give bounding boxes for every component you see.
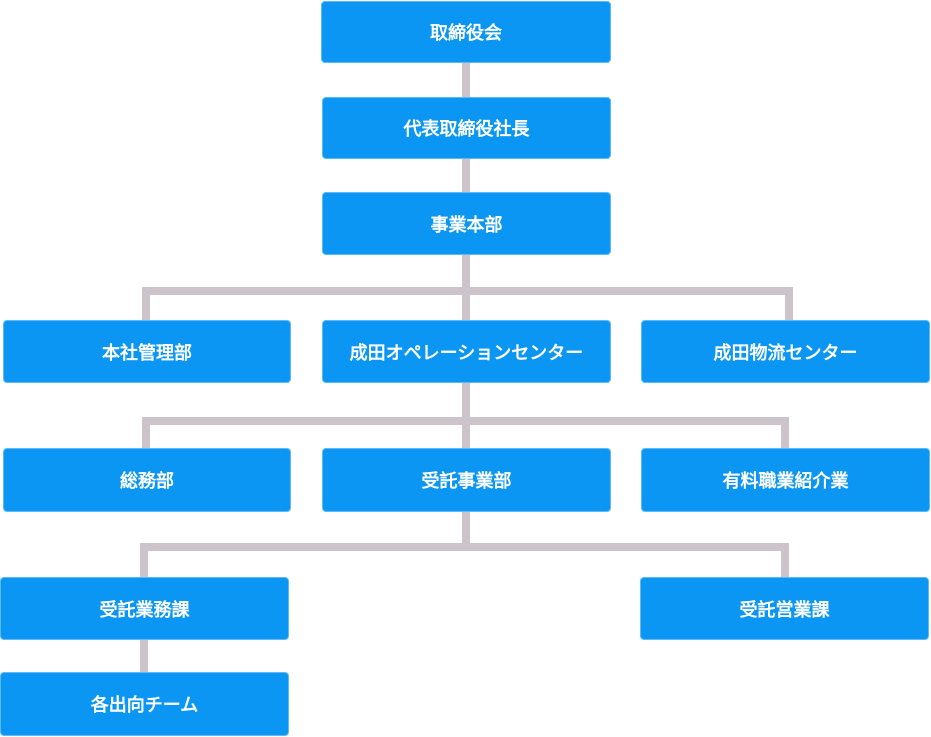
node-contract-sales: 受託営業課 [640,577,929,640]
node-contract-business: 受託事業部 [322,448,611,512]
connector-ops-branch [142,417,789,449]
node-president: 代表取締役社長 [322,97,611,159]
node-paid-placement: 有料職業紹介業 [641,448,930,512]
node-business-hq: 事業本部 [322,192,611,255]
node-narita-ops: 成田オペレーションセンター [322,320,611,383]
connector-contract-branch [140,543,789,578]
node-hq-admin: 本社管理部 [3,320,291,383]
node-general-affairs: 総務部 [3,448,291,512]
node-board: 取締役会 [321,1,611,63]
connector-hq-branch [142,287,793,321]
node-narita-logistics: 成田物流センター [641,320,930,383]
node-dispatch-team: 各出向チーム [0,672,289,736]
node-contract-ops: 受託業務課 [0,577,289,640]
